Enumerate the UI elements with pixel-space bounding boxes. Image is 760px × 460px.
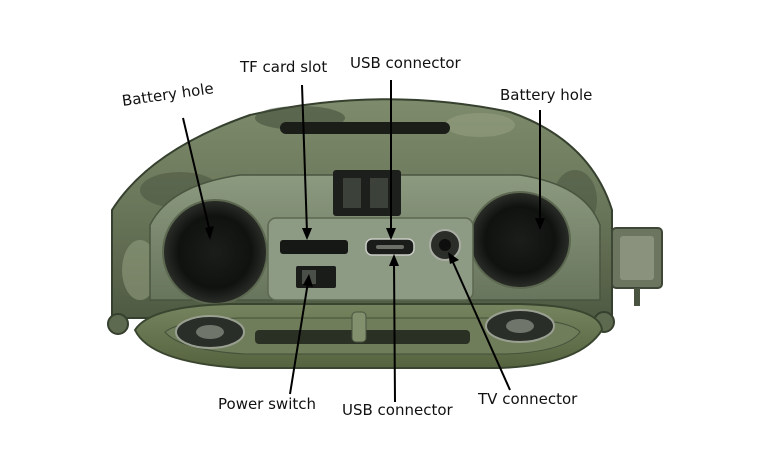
label-tf-card-slot: TF card slot (240, 58, 328, 76)
arrow-battery-right (535, 110, 545, 230)
vent-slot (280, 122, 450, 134)
label-usb-connector-top: USB connector (350, 54, 461, 72)
label-tv-connector: TV connector (478, 390, 578, 408)
hinge-bracket (611, 227, 663, 306)
battery-hole-right (469, 191, 571, 289)
arrow-tv (448, 252, 511, 391)
side-knob-left (107, 313, 129, 335)
lid-latch (351, 311, 367, 343)
battery-hole-left (162, 199, 268, 305)
label-power-switch: Power switch (218, 395, 317, 413)
arrow-usb-bottom (389, 254, 399, 403)
arrow-usb-top (386, 80, 396, 240)
tf-card-slot (280, 240, 348, 254)
arrow-battery-left (182, 117, 214, 240)
label-battery-hole-right: Battery hole (500, 86, 593, 104)
label-usb-connector-bottom: USB connector (342, 401, 453, 419)
arrow-power-switch (289, 274, 313, 395)
arrow-tf-card (301, 84, 312, 240)
